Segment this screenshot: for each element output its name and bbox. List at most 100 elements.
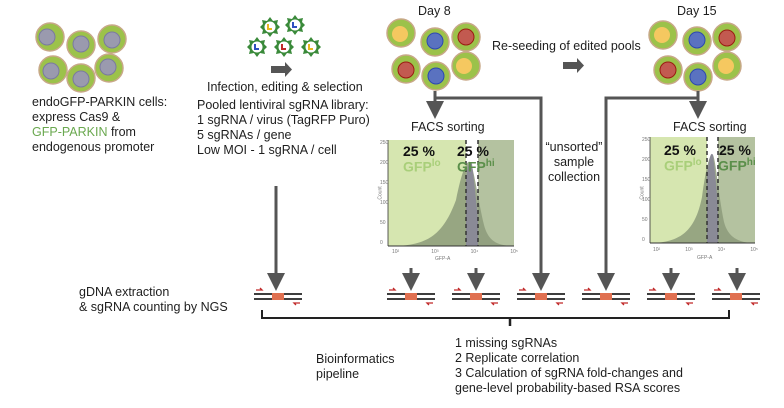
y-tick: 200 bbox=[380, 160, 389, 166]
y-tick: 250 bbox=[642, 137, 651, 143]
infection-label: Infection, editing & selection bbox=[207, 80, 363, 94]
virus-icon bbox=[247, 37, 267, 57]
endogfp-caption: endoGFP-PARKIN cells: express Cas9 & GFP… bbox=[32, 95, 167, 155]
pipeline-step: 2 Replicate correlation bbox=[455, 351, 580, 365]
facs8-x-ticks: 10² 10³ 10⁴ 10⁵ bbox=[392, 249, 518, 255]
y-tick: 200 bbox=[642, 157, 651, 163]
hi-sup: hi bbox=[485, 158, 495, 169]
arrow-day8-unsorted bbox=[435, 96, 550, 291]
lo-sup: lo bbox=[692, 157, 702, 168]
virus-icon bbox=[285, 15, 305, 35]
x-tick: 10⁵ bbox=[750, 247, 758, 253]
facs8-x-axis-label: GFP-A bbox=[435, 256, 451, 262]
facs-histogram-day15 bbox=[649, 137, 755, 244]
cell-icon bbox=[35, 22, 65, 52]
facs15-x-axis-label: GFP-A bbox=[697, 255, 713, 261]
x-tick: 10² bbox=[653, 247, 661, 253]
flow-connectors bbox=[267, 91, 746, 291]
library-line: Pooled lentiviral sgRNA library: bbox=[197, 98, 369, 112]
gfp-text: GFP bbox=[664, 157, 693, 174]
gfp-text: GFP bbox=[457, 158, 486, 175]
cell-icon bbox=[712, 22, 742, 52]
dna-amplicon-icon bbox=[387, 287, 435, 306]
cell-icon bbox=[66, 63, 96, 93]
histogram-middle bbox=[466, 162, 478, 246]
block-arrow-infection bbox=[271, 62, 292, 77]
day15-cells bbox=[648, 20, 742, 92]
hi-sup: hi bbox=[746, 157, 756, 168]
day15-label: Day 15 bbox=[677, 4, 717, 18]
arrow-day15-unsorted bbox=[597, 96, 698, 291]
dna-amplicon-icon bbox=[517, 287, 565, 306]
y-tick: 150 bbox=[380, 180, 389, 186]
library-line: Low MOI - 1 sgRNA / cell bbox=[197, 143, 337, 157]
bracket bbox=[261, 310, 730, 319]
virus-icon bbox=[260, 17, 280, 37]
dna-amplicon-icon bbox=[647, 287, 695, 306]
unsorted-line: collection bbox=[547, 170, 601, 184]
facs15-gfp-lo: GFPlo bbox=[664, 157, 702, 174]
lentivirus-particles bbox=[247, 15, 321, 57]
virus-icon bbox=[274, 37, 294, 57]
gfp-text: GFP bbox=[718, 157, 747, 174]
dna-amplicon-icon bbox=[712, 287, 760, 306]
facs15-gfp-hi: GFPhi bbox=[718, 157, 756, 174]
cell-icon bbox=[421, 61, 451, 91]
caption-line: endoGFP-PARKIN cells: bbox=[32, 95, 168, 109]
library-description: Pooled lentiviral sgRNA library: 1 sgRNA… bbox=[197, 98, 370, 158]
cell-icon bbox=[420, 27, 450, 57]
cell-icon bbox=[653, 55, 683, 85]
gfp-parkin-label: GFP-PARKIN bbox=[32, 125, 108, 139]
facs-histogram-day8 bbox=[387, 140, 514, 247]
library-line: 5 sgRNAs / gene bbox=[197, 128, 292, 142]
x-tick: 10⁴ bbox=[470, 249, 479, 255]
bioinformatics-steps: 1 missing sgRNAs 2 Replicate correlation… bbox=[455, 336, 683, 396]
histogram-curve bbox=[655, 154, 755, 243]
facs15-y-ticks: 0 50 100 150 200 250 bbox=[642, 137, 650, 243]
pipeline-step: 3 Calculation of sgRNA fold-changes and bbox=[455, 366, 683, 380]
cell-icon bbox=[683, 62, 713, 92]
caption-line: GFP-PARKIN from bbox=[32, 125, 167, 140]
facs15-hi-percent: 25 % bbox=[719, 142, 751, 158]
caption-line: endogenous promoter bbox=[32, 140, 155, 154]
unsorted-line: sample bbox=[553, 155, 595, 169]
facs15-x-ticks: 10² 10³ 10⁴ 10⁵ bbox=[653, 247, 758, 253]
cell-icon bbox=[97, 24, 127, 54]
histogram-curve bbox=[398, 161, 514, 246]
facs8-y-ticks: 0 50 100 150 200 250 bbox=[380, 140, 388, 246]
x-tick: 10³ bbox=[685, 247, 693, 253]
cell-icon bbox=[712, 51, 742, 81]
unsorted-line: “unsorted” bbox=[545, 140, 603, 154]
x-tick: 10² bbox=[392, 249, 400, 255]
cell-icon bbox=[451, 51, 481, 81]
gdna-label: gDNA extraction & sgRNA counting by NGS bbox=[79, 285, 228, 315]
library-line: 1 sgRNA / virus (TagRFP Puro) bbox=[197, 113, 370, 127]
facs8-hi-percent: 25 % bbox=[457, 143, 489, 159]
y-tick: 100 bbox=[642, 197, 651, 203]
gdna-line: & sgRNA counting by NGS bbox=[79, 300, 228, 314]
caption-rest: from bbox=[107, 125, 136, 139]
block-arrow-reseeding bbox=[563, 58, 584, 73]
cell-icon bbox=[386, 18, 416, 48]
facs-sorting-day15-label: FACS sorting bbox=[673, 120, 747, 134]
bioinformatics-line: pipeline bbox=[316, 367, 360, 381]
cell-icon bbox=[682, 26, 712, 56]
caption-line: express Cas9 & bbox=[32, 110, 121, 124]
pipeline-step: 1 missing sgRNAs bbox=[455, 336, 558, 350]
dna-amplicon-icon bbox=[452, 287, 500, 306]
gfp-text: GFP bbox=[403, 158, 432, 175]
y-tick: 150 bbox=[642, 177, 651, 183]
virus-icon bbox=[301, 37, 321, 57]
endogfp-parkin-cells bbox=[35, 22, 127, 93]
y-tick: 0 bbox=[642, 237, 645, 243]
gdna-line: gDNA extraction bbox=[79, 285, 170, 299]
cell-icon bbox=[391, 54, 421, 84]
y-tick: 100 bbox=[380, 200, 389, 206]
x-tick: 10⁵ bbox=[510, 249, 518, 255]
cell-icon bbox=[451, 22, 481, 52]
lo-sup: lo bbox=[431, 158, 441, 169]
y-tick: 250 bbox=[380, 140, 389, 146]
bioinformatics-label: Bioinformatics pipeline bbox=[316, 352, 395, 382]
histogram-middle bbox=[707, 153, 718, 243]
